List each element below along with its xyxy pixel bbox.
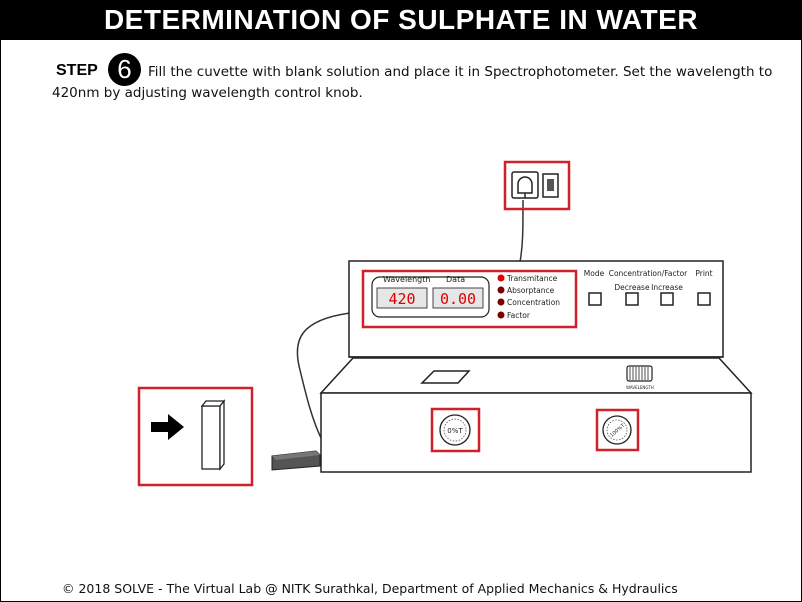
- display-highlight: [361, 269, 578, 329]
- mode-button-label: Mode: [584, 269, 605, 278]
- mode-button[interactable]: [588, 292, 602, 306]
- cuvette-panel[interactable]: [137, 386, 254, 487]
- mode-label-transmitance: Transmitance: [506, 274, 558, 283]
- zero-t-label: 0%T: [447, 427, 463, 435]
- increase-button[interactable]: [660, 292, 674, 306]
- hundred-t-knob[interactable]: 100%T: [595, 408, 640, 452]
- mode-indicators: Transmitance Absorptance Concentration F…: [497, 274, 560, 320]
- sample-compartment-lid[interactable]: [420, 370, 471, 384]
- data-value: 0.00: [440, 290, 476, 308]
- instrument-base-body: [320, 392, 752, 473]
- mode-label-concentration: Concentration: [507, 298, 560, 307]
- mode-led-transmitance: [497, 274, 505, 282]
- plug-icon: [517, 176, 533, 194]
- wavelength-knob-label: WAVELENGTH: [626, 385, 654, 390]
- power-cable: [519, 199, 524, 263]
- mode-led-absorptance: [497, 286, 505, 294]
- side-cable: [296, 312, 351, 441]
- zero-t-knob[interactable]: 0%T: [430, 407, 481, 453]
- mode-label-absorptance: Absorptance: [507, 286, 555, 295]
- print-button[interactable]: [697, 292, 711, 306]
- footer-copyright: © 2018 SOLVE - The Virtual Lab @ NITK Su…: [62, 581, 678, 596]
- wall-socket[interactable]: [503, 160, 571, 211]
- mode-led-concentration: [497, 298, 505, 306]
- step-instruction: Fill the cuvette with blank solution and…: [52, 64, 773, 101]
- cuvette[interactable]: [200, 399, 226, 471]
- page-title: DETERMINATION OF SULPHATE IN WATER: [0, 0, 802, 40]
- arrow-right-icon: [151, 414, 184, 440]
- concentration-factor-label: Concentration/Factor: [609, 269, 688, 278]
- decrease-label: Decrease: [614, 283, 650, 292]
- step-label: STEP: [56, 62, 98, 79]
- cuvette-holder: [271, 450, 321, 471]
- decrease-button[interactable]: [625, 292, 639, 306]
- instrument-base-top: [319, 357, 753, 394]
- wavelength-display: [376, 287, 428, 309]
- wavelength-label: Wavelength: [383, 275, 430, 284]
- mode-label-factor: Factor: [507, 311, 531, 320]
- data-display: [432, 287, 484, 309]
- wavelength-value: 420: [388, 290, 415, 308]
- wavelength-knob[interactable]: WAVELENGTH: [626, 365, 654, 390]
- data-label: Data: [446, 275, 465, 284]
- step-number-badge: 6: [108, 53, 141, 86]
- print-label: Print: [695, 269, 712, 278]
- increase-label: Increase: [651, 283, 683, 292]
- mode-led-factor: [497, 311, 505, 319]
